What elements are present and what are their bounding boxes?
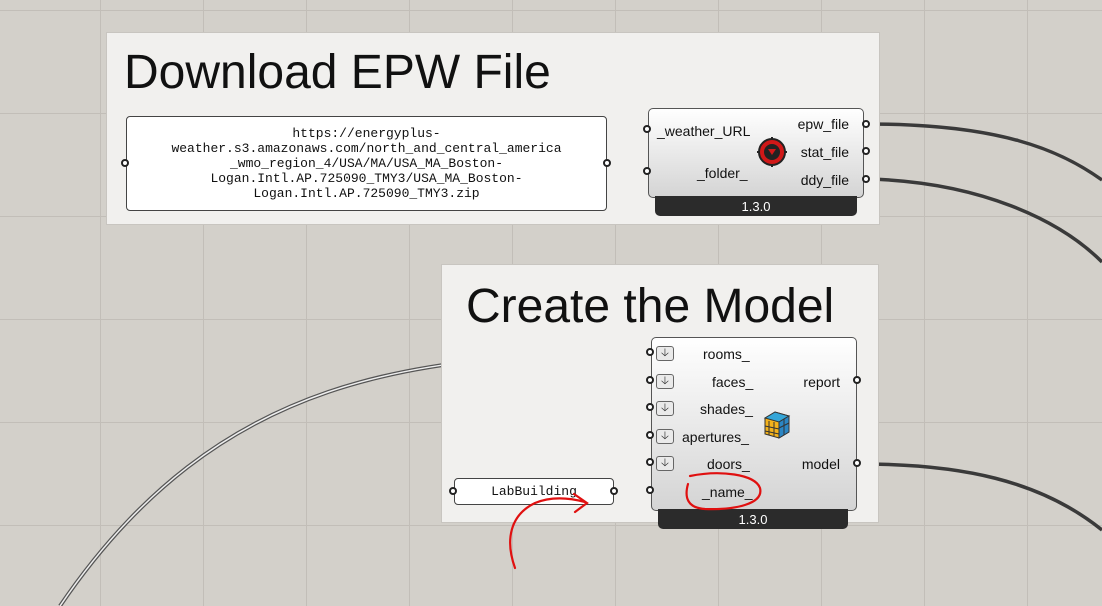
rooms-flatten-icon: 🡣 [656,346,674,361]
epw-file-grip[interactable] [862,120,870,128]
name-panel-text: LabBuilding [491,484,577,499]
input-faces[interactable]: faces_ [712,374,754,390]
model-grip[interactable] [853,459,861,467]
rooms-grip[interactable] [646,348,654,356]
output-model[interactable]: model [801,456,840,472]
model-version-label: 1.3.0 [738,511,768,527]
ladybug-download-icon [757,137,787,167]
wire-model-out [859,462,1102,532]
input-doors[interactable]: doors_ [707,456,750,472]
ddy-file-grip[interactable] [862,175,870,183]
doors-grip[interactable] [646,458,654,466]
url-panel-text: https://energyplus- weather.s3.amazonaws… [171,126,562,201]
input-weather-url[interactable]: _weather_URL [657,123,751,139]
url-panel-output-grip[interactable] [603,159,611,167]
weather-version-bar: 1.3.0 [655,196,857,216]
output-report[interactable]: report [803,374,840,390]
shades-flatten-icon: 🡣 [656,401,674,416]
apertures-grip[interactable] [646,431,654,439]
input-folder[interactable]: _folder_ [697,165,748,181]
weather-url-grip[interactable] [643,125,651,133]
name-panel-output-grip[interactable] [610,487,618,495]
wire-epw-out [867,122,1102,182]
download-weather-component[interactable]: _weather_URL _folder_ epw_file stat_file… [648,108,864,198]
shades-grip[interactable] [646,403,654,411]
input-shades[interactable]: shades_ [700,401,753,417]
group-title-model: Create the Model [466,280,835,333]
stat-file-grip[interactable] [862,147,870,155]
wire-ddy-out [867,177,1102,264]
report-grip[interactable] [853,376,861,384]
url-panel[interactable]: https://energyplus- weather.s3.amazonaws… [126,116,607,211]
model-version-bar: 1.3.0 [658,509,848,529]
doors-flatten-icon: 🡣 [656,456,674,471]
honeybee-model-icon [763,411,791,439]
input-apertures[interactable]: apertures_ [682,429,749,445]
output-ddy-file[interactable]: ddy_file [800,172,849,188]
faces-flatten-icon: 🡣 [656,374,674,389]
name-panel[interactable]: LabBuilding [454,478,614,505]
input-rooms[interactable]: rooms_ [703,346,750,362]
folder-grip[interactable] [643,167,651,175]
model-component[interactable]: 🡣 🡣 🡣 🡣 🡣 rooms_ faces_ shades_ aperture… [651,337,857,511]
input-name[interactable]: _name_ [702,484,753,500]
name-grip[interactable] [646,486,654,494]
name-panel-input-grip[interactable] [449,487,457,495]
output-stat-file[interactable]: stat_file [800,144,849,160]
output-epw-file[interactable]: epw_file [797,116,849,132]
apertures-flatten-icon: 🡣 [656,429,674,444]
group-title-download: Download EPW File [124,46,551,99]
url-panel-input-grip[interactable] [121,159,129,167]
weather-version-label: 1.3.0 [741,198,771,214]
faces-grip[interactable] [646,376,654,384]
